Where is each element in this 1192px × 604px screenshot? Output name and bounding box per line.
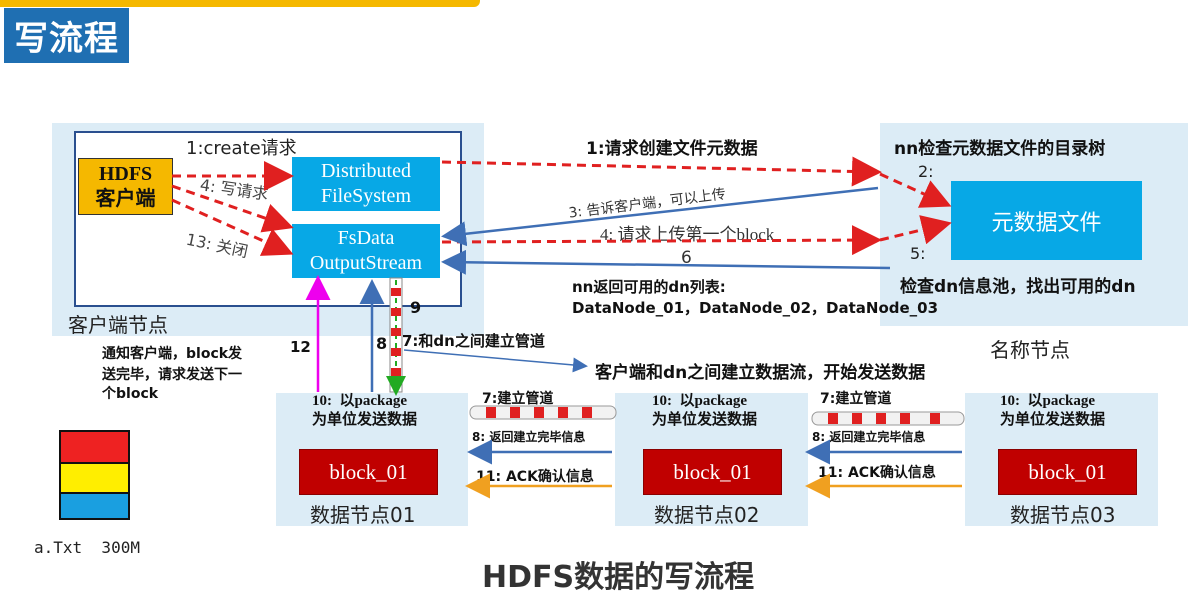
notify-line2: 送完毕，请求发送下一 [102,367,242,383]
top-accent-stripe [0,0,480,7]
step9-label: 9 [410,298,422,317]
step8-label: 8 [376,334,388,353]
file-caption: a.Txt 300M [34,538,140,557]
notify-line3: 个block [102,386,159,402]
hdfs-client-box[interactable]: HDFS 客户端 [78,158,173,215]
check-tree-label: nn检查元数据文件的目录树 [894,139,1106,159]
datanode-03-label: 数据节点03 [1010,503,1116,527]
metadata-file-box[interactable]: 元数据文件 [951,181,1142,260]
vertical-pipe [386,277,406,396]
check-dn-pool-label: 检查dn信息池，找出可用的dn [900,277,1136,297]
msg6-desc-line1: nn返回可用的dn列表: [572,278,726,296]
link2-ack-label: 11: ACK确认信息 [818,465,936,481]
datanode-02-block[interactable]: block_01 [643,449,782,495]
arrow-msg3 [441,186,879,247]
datanode-01-label: 数据节点01 [310,503,416,527]
pipe-01-02 [469,405,617,420]
notify-line1: 通知客户端，block发 [102,346,243,362]
pipe-02-03 [811,411,965,426]
datanode-02-label: 数据节点02 [654,503,760,527]
name-node-label: 名称节点 [990,338,1070,362]
datanode-02-send-label: 10: 以package 为单位发送数据 [652,393,758,428]
page-title: 写流程 [4,8,129,63]
step12-label: 12 [290,338,311,356]
link2-ack-build-label: 8: 返回建立完毕信息 [812,430,926,444]
arrow-close [171,198,294,256]
file-block-red [59,430,130,464]
datanode-03-send-label: 10: 以package 为单位发送数据 [1000,393,1106,428]
fsdata-outputstream-box[interactable]: FsData OutputStream [292,224,440,278]
datanode-03-block[interactable]: block_01 [998,449,1137,495]
msg6-desc-line2: DataNode_01，DataNode_02，DataNode_03 [572,299,939,317]
link1-build-label: 7:建立管道 [482,391,554,407]
distributed-filesystem-box[interactable]: Distributed FileSystem [292,157,440,211]
datanode-01-send-label: 10: 以package 为单位发送数据 [312,393,418,428]
arrow-msg4 [441,225,882,256]
link1-ack-label: 11: ACK确认信息 [476,469,594,485]
file-block-yellow [59,462,130,494]
file-block-blue [59,492,130,520]
step2-label: 2: [918,162,934,181]
arrow-msg6 [441,249,891,275]
link1-ack-build-label: 8: 返回建立完毕信息 [472,430,586,444]
client-node-label: 客户端节点 [68,313,168,337]
step7-pipe-label: 7:和dn之间建立管道 [402,332,545,350]
stream-note-label: 客户端和dn之间建立数据流，开始发送数据 [595,363,926,383]
arrow-step2 [879,172,952,208]
msg6-label: 6 [681,248,692,268]
msg1-label: 1:请求创建文件元数据 [586,139,758,159]
datanode-01-block[interactable]: block_01 [299,449,438,495]
arrow-stream-note [403,349,588,373]
step5-label: 5: [910,244,926,263]
footer-title: HDFS数据的写流程 [482,560,755,595]
arrow-step5 [879,215,952,245]
arrow-msg1 [441,156,882,187]
arrow-write-request [171,184,294,233]
link2-build-label: 7:建立管道 [820,391,892,407]
create-request-label: 1:create请求 [186,138,297,159]
